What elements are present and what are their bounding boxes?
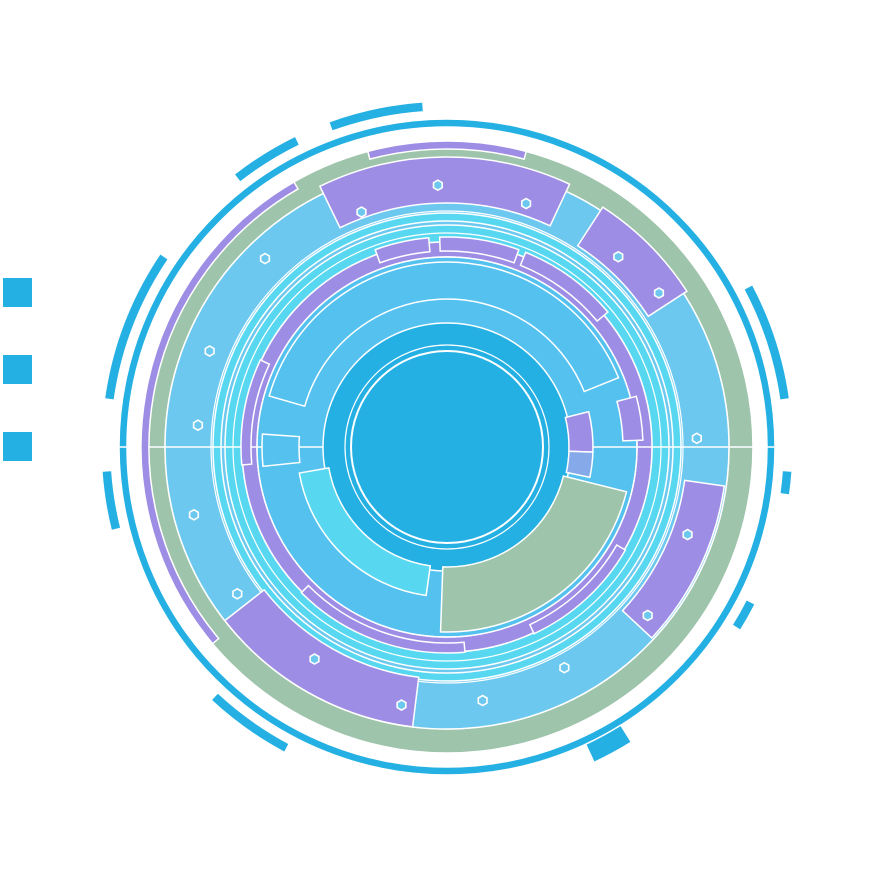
hex-marker-icon	[682, 528, 693, 541]
purple-slab-top	[318, 156, 571, 229]
hex-marker-icon	[396, 699, 407, 711]
purple-tick-left	[240, 358, 271, 466]
purple-tick-top-c	[519, 251, 609, 323]
hex-marker-icon	[642, 609, 653, 622]
outer-bracket-right	[742, 283, 791, 402]
thin-ring	[210, 210, 684, 684]
purple-tick-bottom-right	[528, 543, 627, 635]
outer-bracket-top-left	[232, 135, 301, 184]
outer-bracket-left-low	[101, 469, 122, 532]
hex-marker-icon	[477, 694, 488, 707]
outer-bracket-bottom-right	[584, 724, 633, 764]
hex-marker-icon	[232, 587, 243, 600]
inner-segment-left	[261, 433, 301, 468]
hex-marker-icon	[188, 508, 200, 521]
hex-marker-icon	[691, 432, 702, 445]
hex-marker-icon	[653, 287, 665, 299]
hex-markers	[188, 179, 702, 711]
outer-bracket-right-low	[730, 598, 757, 632]
inner-segment-top	[268, 261, 620, 408]
outer-bracket-top	[327, 101, 425, 133]
outer-bracket-right-small	[778, 469, 793, 497]
inner-aqua-arc	[298, 466, 432, 597]
thin-ring	[344, 344, 550, 550]
hex-marker-icon	[309, 653, 320, 665]
hex-marker-icon	[259, 252, 271, 265]
side-square-icon	[3, 278, 32, 307]
purple-tick-top-a	[374, 236, 431, 264]
side-square-icon	[3, 355, 32, 384]
purple-left-strip	[140, 180, 300, 645]
hex-marker-icon	[204, 345, 215, 358]
purple-top-strip	[366, 140, 528, 161]
hex-marker-icon	[559, 661, 570, 674]
purple-tick-bottom	[300, 584, 466, 654]
inner-purple-block	[564, 410, 594, 453]
hex-marker-icon	[613, 250, 624, 263]
arc-segments	[101, 101, 793, 764]
purple-slab-bottom	[223, 588, 420, 728]
outer-bracket-left	[103, 252, 170, 402]
hex-marker-icon	[432, 179, 443, 192]
hex-marker-icon	[192, 419, 204, 432]
hex-marker-icon	[520, 197, 532, 210]
purple-tick-right	[616, 395, 644, 442]
thin-ring	[256, 256, 638, 638]
aqua-ring	[212, 212, 682, 682]
inner-sage-arc	[439, 475, 628, 633]
outer-bracket-bottom-left	[209, 691, 291, 754]
hex-marker-icon	[356, 206, 367, 219]
purple-tick-top-b	[438, 236, 520, 264]
inner-periwinkle-block	[565, 450, 594, 479]
core-circle	[350, 350, 544, 544]
purple-slab-right	[621, 479, 726, 640]
thin-ring	[232, 232, 662, 662]
side-square-icon	[3, 432, 32, 461]
